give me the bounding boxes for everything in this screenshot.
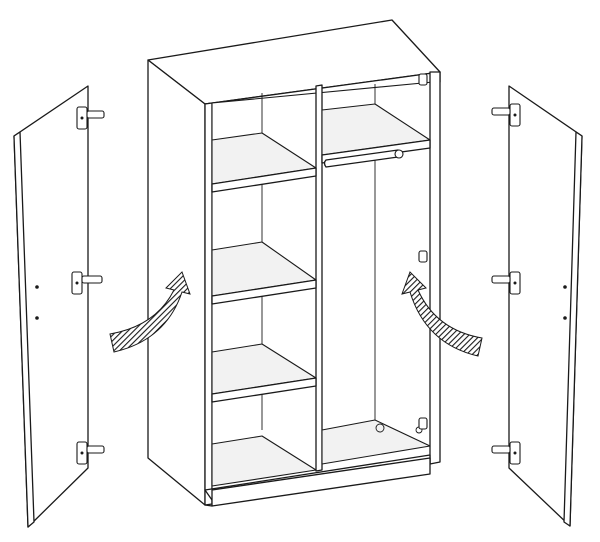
right-door-hinge-middle (491, 271, 521, 295)
left-door-arrow (109, 271, 191, 353)
wardrobe-carcass (147, 19, 441, 507)
left-side-front-edge (204, 102, 213, 506)
right-door-hinge-bottom (491, 441, 521, 465)
left-door-hinge-top (76, 106, 105, 130)
right-door-arrow (401, 271, 483, 357)
right-door-edge (563, 131, 583, 527)
left-door-hinge-bottom (76, 441, 105, 465)
left-door-hinge-middle (71, 271, 103, 295)
right-door (491, 85, 583, 527)
plinth-front (211, 457, 431, 507)
hanging-rail (323, 149, 404, 168)
central-divider (315, 84, 323, 472)
left-shelves (211, 132, 317, 487)
left-door (13, 85, 105, 528)
left-door-edge (13, 131, 35, 528)
right-bottom (321, 419, 431, 465)
right-upper-shelf (321, 103, 431, 164)
carcass-hinge-plates (418, 73, 428, 430)
right-side-front-edge (429, 71, 441, 465)
right-door-hinge-top (491, 103, 521, 127)
